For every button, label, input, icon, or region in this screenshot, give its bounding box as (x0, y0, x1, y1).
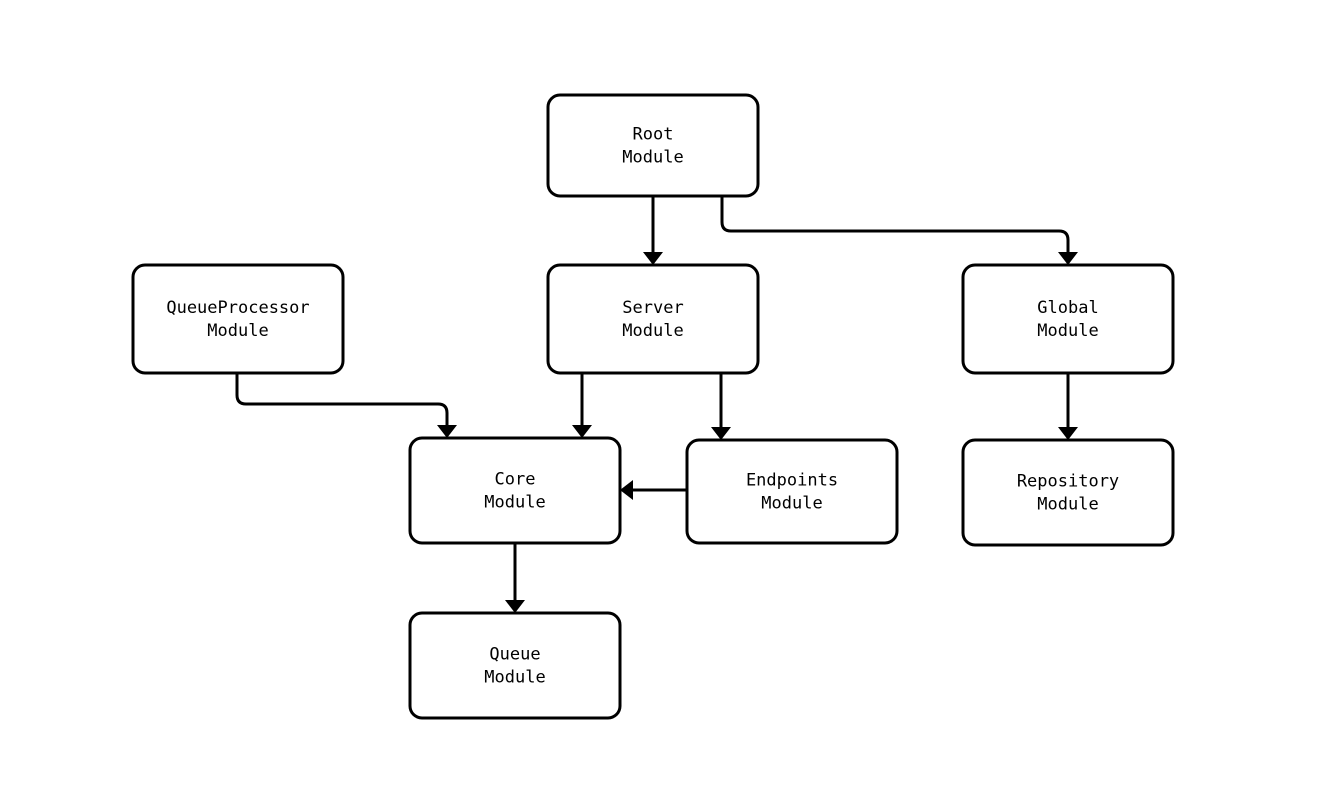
node-box[interactable] (408, 611, 622, 720)
node-box[interactable] (131, 263, 345, 375)
node-label-primary: Queue (489, 645, 540, 665)
node-label-primary: QueueProcessor (166, 298, 309, 318)
node-label-primary: Global (1037, 298, 1098, 318)
node-label-primary: Endpoints (746, 471, 838, 491)
node-label-secondary: Module (622, 321, 683, 341)
node-label-primary: Root (633, 125, 674, 145)
node-label-primary: Repository (1017, 472, 1119, 492)
node-label-primary: Server (622, 298, 683, 318)
edge-global-to-repository (1058, 373, 1078, 440)
edge-line (235, 373, 449, 429)
node-box[interactable] (408, 436, 622, 545)
edge-endpoints-to-core (620, 480, 687, 500)
node-box[interactable] (685, 438, 899, 545)
edge-server-to-core (572, 373, 592, 438)
arrow-head-icon (1058, 427, 1078, 440)
edge-queueprocessor-to-core (235, 373, 457, 438)
arrow-head-icon (643, 252, 663, 265)
node-box[interactable] (961, 438, 1175, 547)
node-label-primary: Core (495, 470, 536, 490)
arrow-head-icon (711, 427, 731, 440)
node-label-secondary: Module (622, 148, 683, 168)
edge-core-to-queue (505, 543, 525, 613)
arrow-head-icon (505, 600, 525, 613)
node-label-secondary: Module (1037, 321, 1098, 341)
edge-server-to-endpoints (711, 373, 731, 440)
arrow-head-icon (620, 480, 633, 500)
node-label-secondary: Module (484, 493, 545, 513)
edges-layer (235, 196, 1078, 613)
edge-line (720, 196, 1070, 256)
node-label-secondary: Module (484, 668, 545, 688)
node-box[interactable] (961, 263, 1175, 375)
node-label-secondary: Module (1037, 495, 1098, 515)
edge-root-to-server (643, 196, 663, 265)
nodes-layer: RootModuleQueueProcessorModuleServerModu… (131, 93, 1175, 720)
arrow-head-icon (437, 425, 457, 438)
node-box[interactable] (546, 93, 760, 198)
edge-root-to-global (720, 196, 1078, 265)
arrow-head-icon (1058, 252, 1078, 265)
node-label-secondary: Module (761, 494, 822, 514)
node-box[interactable] (546, 263, 760, 375)
arrow-head-icon (572, 425, 592, 438)
node-label-secondary: Module (207, 321, 268, 341)
